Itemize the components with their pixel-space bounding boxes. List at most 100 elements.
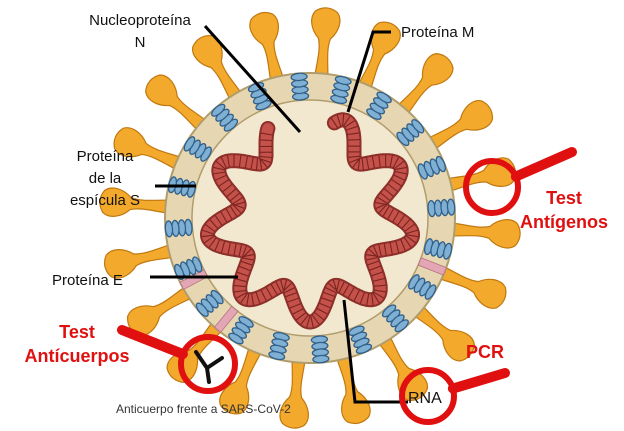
spike-protein xyxy=(446,219,521,249)
nucleocapsid-coil xyxy=(391,178,402,187)
nucleocapsid-coil xyxy=(226,188,237,198)
nucleocapsid-coil xyxy=(260,289,267,302)
nucleocapsid-coil xyxy=(387,208,395,220)
membrane-protein xyxy=(211,103,239,132)
nucleocapsid-coil xyxy=(300,314,309,325)
antibody-icon xyxy=(194,350,224,384)
nucleocapsid-coil xyxy=(348,155,361,158)
nucleocapsid-coil xyxy=(347,132,360,136)
test-antigens-line1: Test xyxy=(546,188,582,208)
nucleocapsid-coil xyxy=(373,245,379,258)
membrane-coil xyxy=(211,103,226,117)
nucleocapsid-coil xyxy=(214,214,223,226)
spike-protein xyxy=(249,11,286,87)
nucleocapsid-coil xyxy=(233,284,246,288)
nucleocapsid-coil xyxy=(232,196,244,205)
magnifier-ring xyxy=(463,158,521,216)
nucleocapsid-coil xyxy=(259,158,268,168)
nucleocapsid-coil xyxy=(378,155,381,168)
nucleocapsid-coil xyxy=(347,139,360,141)
nucleocapsid-coil xyxy=(392,211,400,223)
membrane-protein xyxy=(268,331,290,361)
membrane-protein xyxy=(330,75,352,105)
spike-label-line1: Proteína xyxy=(76,148,134,165)
nucleocapsid-coil xyxy=(225,208,233,220)
nucleocapsid-coil xyxy=(255,292,261,304)
nucleocapsid-coil xyxy=(377,196,388,204)
nucleocapsid-coil xyxy=(374,284,387,287)
membrane-coil xyxy=(411,119,425,134)
rna-leader xyxy=(342,299,408,404)
nucleocapsid-coil xyxy=(353,290,360,302)
nucleocapsid-coil xyxy=(395,166,407,170)
nucleocapsid-coil xyxy=(403,237,412,248)
membrane-coil xyxy=(376,91,392,104)
membrane-protein xyxy=(417,155,446,180)
pcr-test-marker xyxy=(399,367,510,425)
nucleocapsid-coil xyxy=(226,155,230,168)
spike-protein-label: Proteína de la espícula S xyxy=(50,146,160,212)
membrane-protein xyxy=(183,136,212,162)
spike-shape xyxy=(279,354,309,429)
membrane-protein xyxy=(423,238,453,260)
nucleocapsid-coil xyxy=(260,132,273,136)
membrane-protein xyxy=(427,198,456,218)
spike-protein xyxy=(279,354,309,429)
nucleocapsid-coil xyxy=(389,242,393,255)
nucleocapsid-coil xyxy=(401,218,411,229)
nucleocapsid-coil xyxy=(373,291,385,299)
magnifier-ring xyxy=(178,334,238,394)
membrane-proteins xyxy=(164,72,456,364)
antibody-arms xyxy=(194,350,224,370)
nucleocapsid-coil xyxy=(212,166,225,171)
nucleoprotein-label-line2: N xyxy=(134,34,146,51)
nucleocapsid-coil xyxy=(213,171,226,175)
envelope-proteins xyxy=(179,257,447,333)
membrane-protein xyxy=(195,289,224,317)
nucleocapsid-coil xyxy=(393,174,406,181)
spike-protein xyxy=(127,283,197,336)
envelope-protein xyxy=(213,305,239,333)
nucleocapsid-coil xyxy=(214,239,221,252)
test-antigens-line2: Antígenos xyxy=(520,212,608,232)
spike-protein xyxy=(219,341,265,415)
nucleocapsid-coil xyxy=(229,206,238,217)
spike-protein xyxy=(99,187,174,217)
envelope-protein-band xyxy=(213,305,239,333)
nucleocapsid-coil xyxy=(325,287,337,294)
spike-protein xyxy=(103,242,179,279)
membrane-coil xyxy=(268,350,286,361)
spike-shape xyxy=(446,219,521,249)
membrane-coil xyxy=(164,220,174,238)
antibody-caption: Anticuerpo frente a SARS-CoV-2 xyxy=(116,402,291,416)
protein-e-label: Proteína E xyxy=(52,272,123,289)
membrane-protein xyxy=(228,316,254,345)
nucleocapsid-coil xyxy=(344,120,356,128)
nucleocapsid-coil xyxy=(239,265,251,272)
spike-shape xyxy=(311,7,341,82)
nucleocapsid-coil xyxy=(208,237,217,248)
nucleocapsid-coil xyxy=(242,248,252,258)
spike-protein xyxy=(145,74,211,135)
magnifier-ring xyxy=(399,367,457,425)
nucleocapsid-coil xyxy=(236,271,249,277)
envelope-protein-band xyxy=(417,257,447,276)
nucleocapsid-coil xyxy=(343,115,351,127)
nucleocapsid-coil xyxy=(289,303,302,309)
membrane-coil xyxy=(195,302,209,317)
nucleocapsid-coil xyxy=(235,292,247,299)
nucleocapsid-coil xyxy=(209,219,219,229)
nucleocapsid-coil xyxy=(371,156,375,169)
nucleocapsid-coil xyxy=(222,183,233,193)
nucleocapsid-coil xyxy=(203,235,215,244)
nucleocapsid-coil xyxy=(394,170,407,175)
nucleocapsid-coil xyxy=(292,308,304,315)
nucleocapsid-coil xyxy=(369,265,381,271)
nucleocapsid-coil xyxy=(285,292,297,298)
nucleoprotein-leader xyxy=(203,24,302,134)
nucleocapsid-coil xyxy=(283,279,288,292)
spike-shape xyxy=(409,301,475,362)
spike-protein xyxy=(355,21,401,95)
membrane-coil xyxy=(446,198,456,216)
